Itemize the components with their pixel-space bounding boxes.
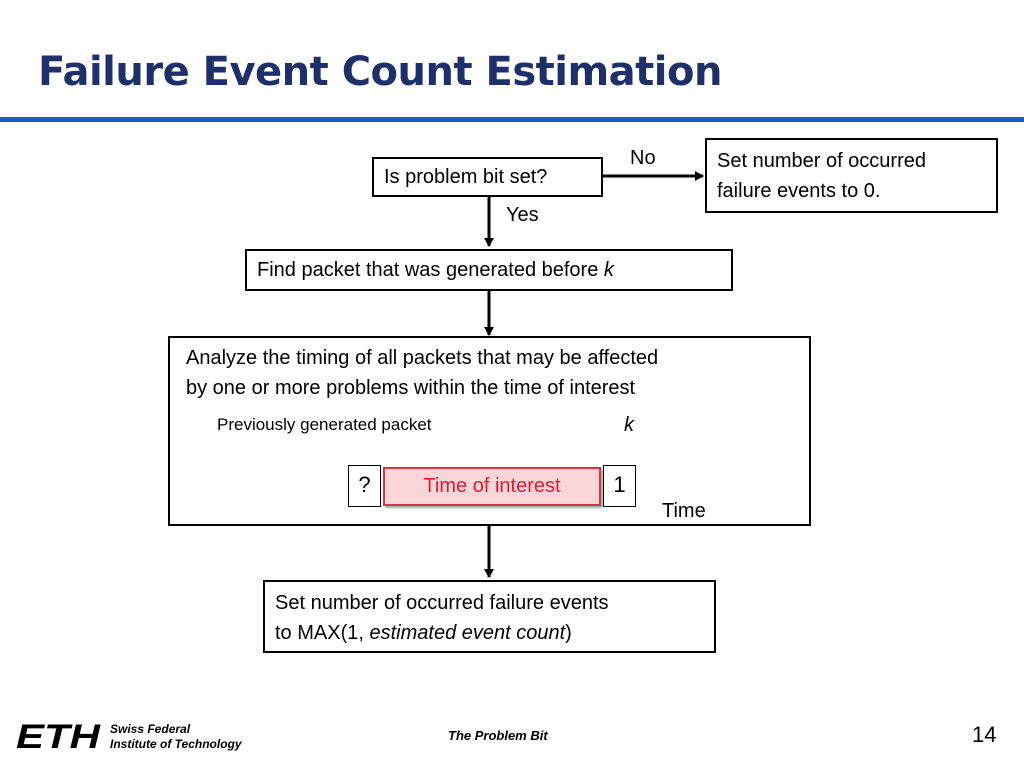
find-packet-var: k [603, 259, 614, 281]
decision-text: Is problem bit set? [384, 166, 548, 188]
no-result-box: Set number of occurred failure events to… [705, 138, 998, 213]
find-packet-box: Find packet that was generated before k [245, 249, 733, 291]
eth-logo: ETH [16, 720, 102, 752]
eth-logo-text: ETH [16, 720, 102, 752]
find-packet-text: Find packet that was generated before [257, 259, 604, 281]
slide-title: Failure Event Count Estimation [38, 49, 722, 95]
institution: Swiss Federal Institute of Technology [110, 722, 242, 752]
no-result-line1: Set number of occurred [717, 150, 926, 172]
time-axis-label: Time [662, 500, 706, 522]
prev-packet-label: Previously generated packet [217, 415, 432, 434]
final-line2: to MAX(1, estimated event count) [275, 618, 704, 648]
analyze-line1: Analyze the timing of all packets that m… [186, 347, 659, 369]
yes-label: Yes [506, 204, 539, 226]
time-of-interest: Time of interest [383, 467, 601, 506]
final-box: Set number of occurred failure events to… [263, 580, 716, 653]
final-line2-prefix: to MAX(1, [275, 622, 370, 644]
title-rule [0, 117, 1024, 122]
page-number: 14 [972, 722, 997, 747]
footer-title: The Problem Bit [448, 728, 548, 743]
no-label: No [630, 147, 656, 169]
unknown-packet-marker: ? [348, 465, 381, 507]
final-line2-suffix: ) [565, 622, 572, 644]
final-line2-italic: estimated event count [369, 622, 566, 644]
analyze-line2: by one or more problems within the time … [186, 377, 636, 399]
decision-box: Is problem bit set? [372, 157, 603, 197]
final-line1: Set number of occurred failure events [275, 592, 609, 614]
institution-line2: Institute of Technology [110, 737, 242, 751]
k-packet-marker: 1 [603, 465, 636, 507]
no-result-line2: failure events to 0. [717, 180, 881, 202]
institution-line1: Swiss Federal [110, 722, 191, 736]
k-label: k [624, 414, 634, 436]
